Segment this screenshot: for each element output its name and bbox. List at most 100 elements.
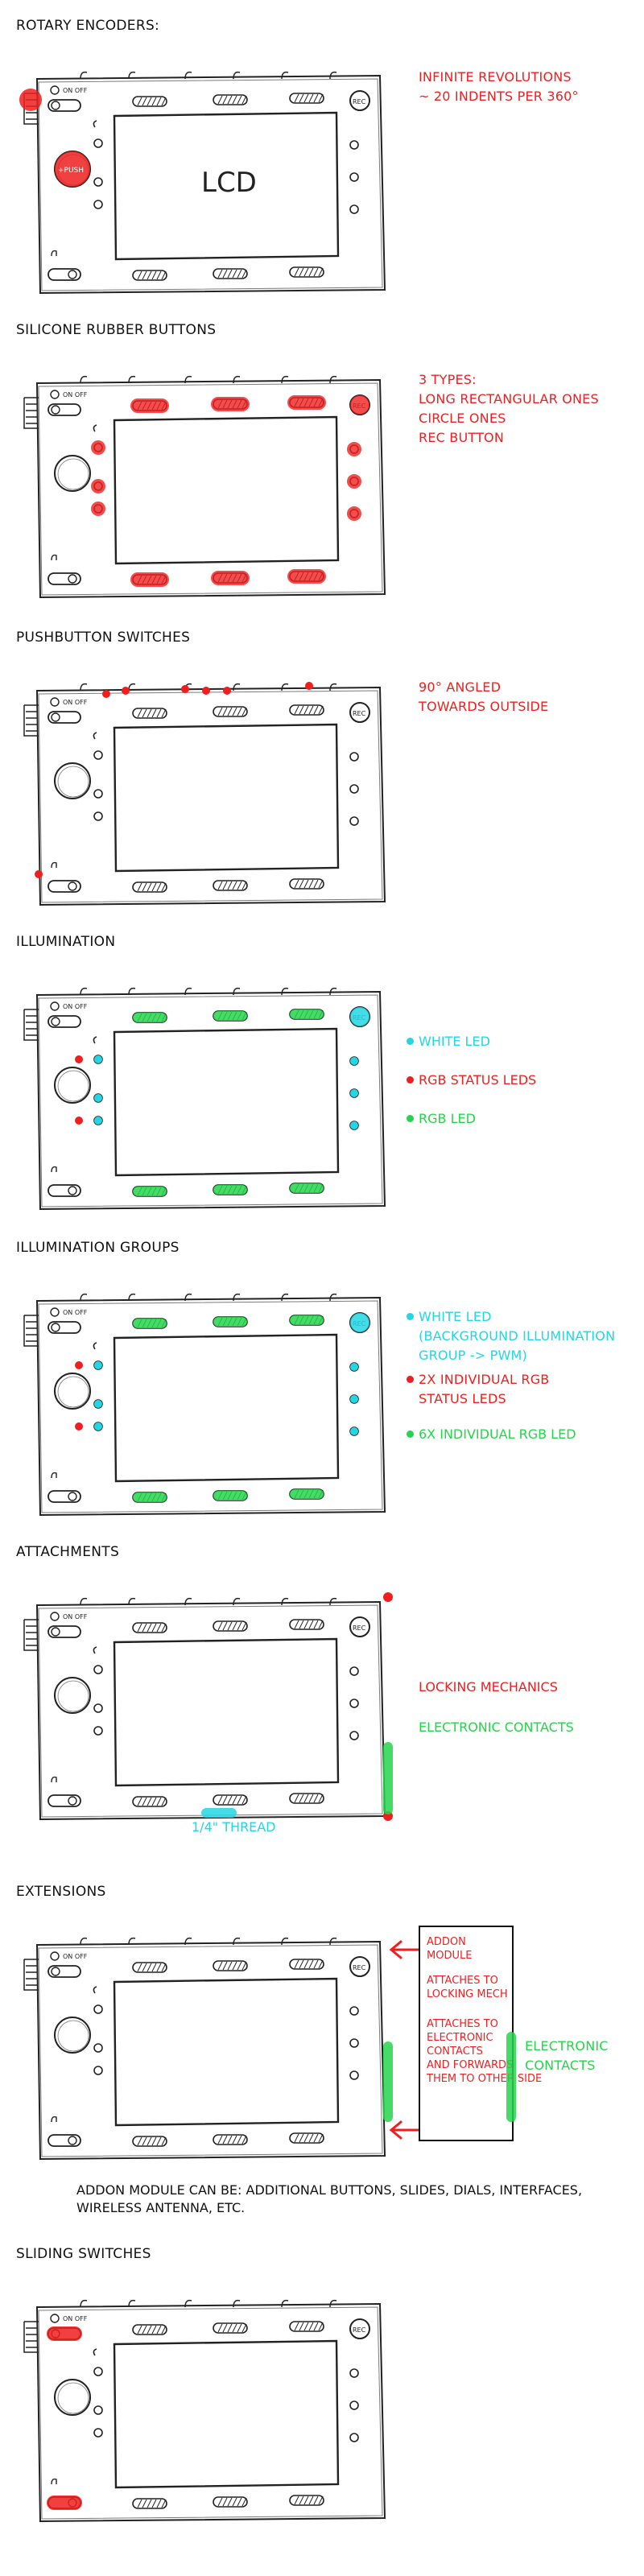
button-hatch [308,705,314,715]
button-hatch [222,707,228,716]
button-hatch [237,2323,242,2333]
top-hook [80,71,88,80]
circle-button [93,2004,103,2014]
button-hatch [313,267,319,277]
button-hatch [161,2136,167,2146]
button-hatch [242,2497,247,2507]
top-slide-switch [47,1321,81,1334]
circle-button [349,2401,359,2410]
legend-white-led: WHITE LED [407,1034,490,1049]
power-icon [50,1307,60,1317]
rotary-knob-inner [57,1680,89,1712]
legend-rgb-led-group: 6X INDIVIDUAL RGB LED [407,1426,576,1442]
thread-highlight [201,1808,237,1818]
pushbutton-dot [122,687,130,695]
button-hatch [308,879,314,889]
rotary-knob [54,1373,91,1410]
button-hatch [303,267,309,277]
top-hook [281,1597,289,1606]
button-hatch [299,1794,304,1803]
button-hatch [156,270,162,280]
button-hatch [237,269,242,279]
slide-switch-highlight [47,2496,82,2510]
white-led-dot [94,1400,102,1408]
rotary-knob-inner [57,2382,89,2414]
button-hatch [147,270,152,280]
top-hook [233,2299,241,2308]
locking-mechanics-label: LOCKING MECHANICS [419,1679,558,1695]
button-hatch [161,2499,167,2508]
device-frame [35,990,386,1211]
button-hatch [147,882,152,892]
lcd-label: LCD [201,167,257,199]
button-hatch [151,1963,157,1972]
button-hatch [227,95,233,105]
rotary-note: INFINITE REVOLUTIONS ~ 20 INDENTS PER 36… [419,68,579,106]
button-hatch [303,1620,309,1629]
button-hatch [303,2322,309,2331]
circle-button [349,172,359,182]
long-button [289,2321,324,2332]
circle-button [349,2368,359,2378]
rotary-knob-inner [57,458,89,490]
on-off-label: ON OFF [63,699,88,706]
top-slide-switch [47,99,81,112]
encoder-main-highlight [55,151,90,187]
button-hatch [151,2136,157,2146]
circle-button [349,1666,359,1676]
rec-button [349,702,370,723]
button-hatch [142,1797,147,1806]
button-hatch [313,1620,319,1629]
button-hatch [151,2499,157,2508]
addon-caption: ADDON MODULE CAN BE: ADDITIONAL BUTTONS,… [76,2182,582,2217]
top-hook [128,987,136,996]
top-hook [281,2299,289,2308]
button-hatch [156,2325,162,2334]
legend-status-leds-group: 2X INDIVIDUAL RGB STATUS LEDS [407,1370,550,1409]
long-button [289,1793,324,1804]
button-hatch [217,1961,223,1971]
white-led-dot [350,1057,358,1065]
power-icon [50,390,60,399]
button-hatch [161,2325,167,2334]
button-hatch [237,1961,242,1971]
note-line-2: TOWARDS OUTSIDE [419,699,549,714]
bottom-slide-switch [47,2134,81,2147]
rec-label: REC [353,1624,366,1632]
button-hatch [308,2496,314,2505]
long-button [289,2495,324,2506]
circle-button [349,1731,359,1740]
button-hatch [237,2135,242,2145]
long-button [213,1794,248,1806]
button-hatch [227,2135,233,2145]
rotary-knob-inner [57,2020,89,2052]
legend-white-led-group: WHITE LED (BACKGROUND ILLUMINATION GROUP… [407,1307,615,1365]
lock-icon [51,250,57,257]
long-button [132,881,167,893]
button-hatch [294,267,299,277]
button-hatch [313,1794,319,1803]
top-hook [233,683,241,691]
button-hatch [318,2496,324,2505]
arrow-bottom-icon [389,2120,423,2140]
addon-attach-text: ATTACHES TO LOCKING MECH [427,1974,508,2001]
long-button-highlight [130,398,169,413]
button-hatch [242,707,247,716]
top-hook [80,1937,88,1946]
long-button [132,1622,167,1633]
device-frame-inner [38,1300,383,1513]
button-hatch [237,707,242,716]
top-hook [80,683,88,691]
arrows-overlay [389,1940,423,2140]
on-off-label: ON OFF [63,1613,88,1620]
slide-knob [68,270,77,279]
long-button-highlight [211,397,250,411]
side-mount [23,1009,39,1041]
button-hatch [303,705,309,715]
button-hatch [151,97,157,106]
button-hatch [147,1797,152,1806]
lcd-screen [113,415,340,565]
on-off-label: ON OFF [63,87,88,94]
